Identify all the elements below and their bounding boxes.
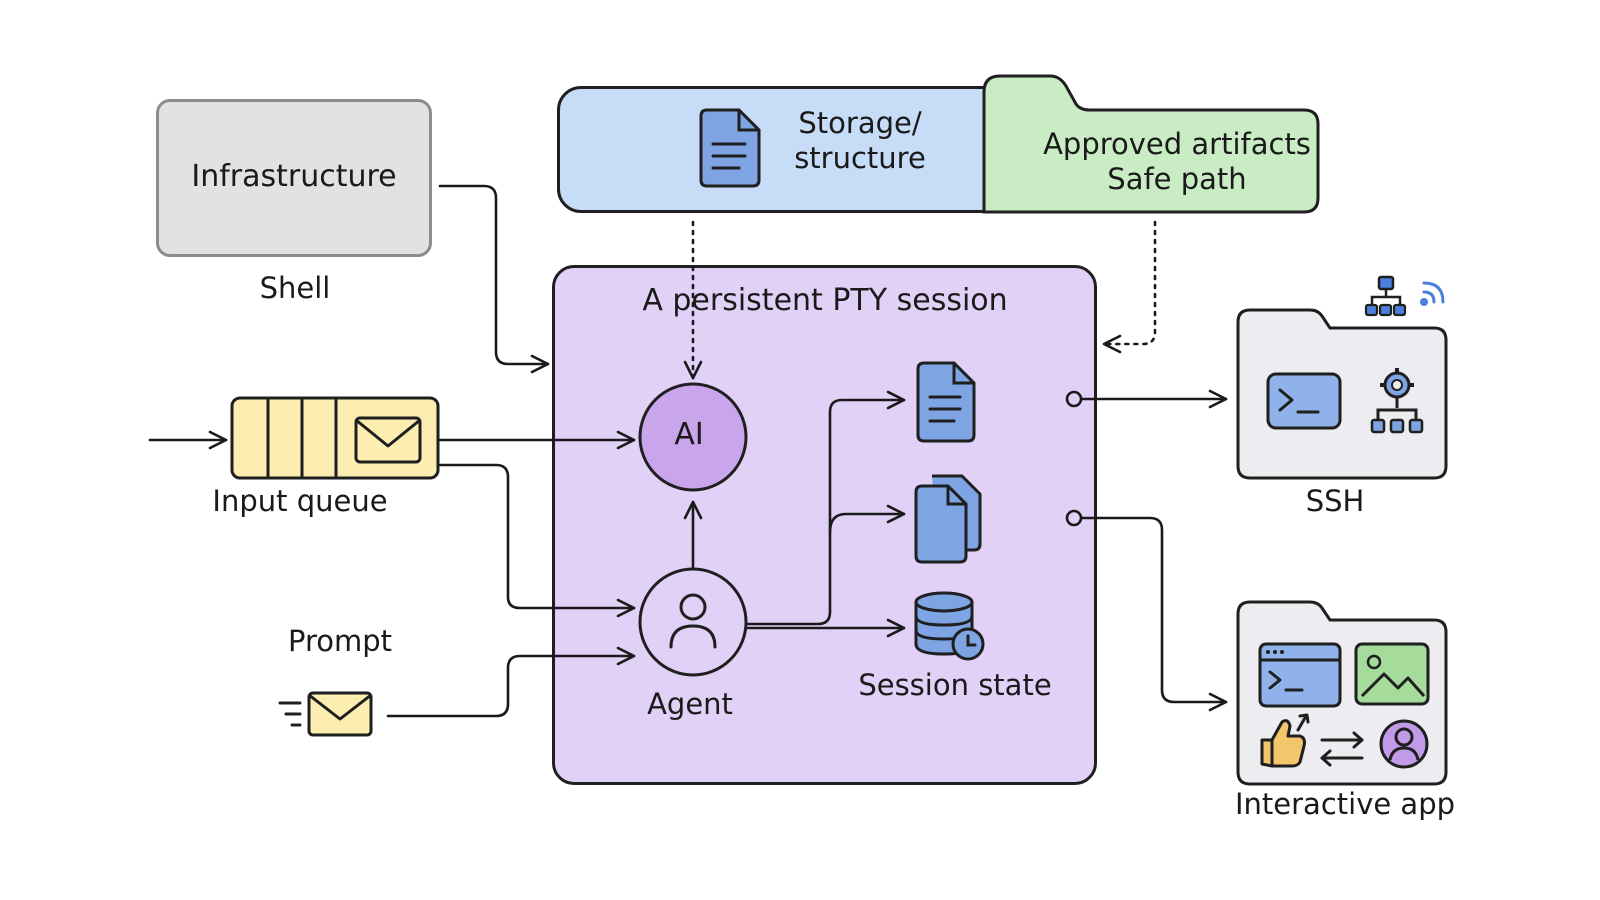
image-icon bbox=[1354, 642, 1430, 706]
ssh-port-dot bbox=[1065, 390, 1083, 408]
approved-artifacts-folder bbox=[982, 74, 1320, 214]
input-queue-icon bbox=[230, 396, 440, 480]
prompt-to-agent-arrow bbox=[386, 646, 636, 718]
approved-to-session-dotted-arrow bbox=[1102, 220, 1157, 354]
input-queue-label: Input queue bbox=[212, 484, 388, 518]
database-clock-icon bbox=[914, 591, 985, 661]
prompt-label: Prompt bbox=[287, 624, 393, 658]
document-output-icon bbox=[916, 361, 976, 443]
terminal-window-icon bbox=[1258, 642, 1342, 708]
ssh-panel bbox=[1236, 308, 1448, 480]
storage-label-line1: Storage/ bbox=[798, 106, 922, 140]
infrastructure-box bbox=[156, 99, 432, 257]
agent-node bbox=[638, 567, 748, 677]
swap-arrows-icon bbox=[1320, 731, 1364, 767]
storage-label: Storage/ structure bbox=[775, 106, 945, 176]
ai-label: AI bbox=[674, 417, 704, 452]
interactive-app-label: Interactive app bbox=[1234, 787, 1456, 821]
approved-artifacts-label: Approved artifacts Safe path bbox=[1032, 127, 1322, 197]
network-signal-icon bbox=[1364, 275, 1445, 317]
approved-label-line1: Approved artifacts bbox=[1043, 127, 1311, 161]
thumbs-up-icon bbox=[1260, 713, 1310, 768]
shell-label: Shell bbox=[259, 271, 331, 305]
user-avatar-icon bbox=[1379, 719, 1429, 769]
infrastructure-label: Infrastructure bbox=[191, 159, 397, 194]
gear-network-icon bbox=[1370, 368, 1424, 434]
agent-label: Agent bbox=[647, 687, 733, 721]
person-icon bbox=[679, 593, 707, 621]
ssh-label: SSH bbox=[1305, 484, 1365, 518]
session-to-interactive-app-arrow bbox=[1078, 516, 1228, 712]
interactive-port-dot bbox=[1065, 509, 1083, 527]
session-state-label: Session state bbox=[858, 668, 1052, 702]
prompt-envelope-icon bbox=[278, 691, 373, 737]
queue-to-agent-arrow bbox=[438, 463, 636, 618]
agent-to-documents-arrow bbox=[828, 504, 906, 534]
ai-node bbox=[638, 382, 748, 492]
storage-label-line2: structure bbox=[794, 140, 926, 175]
document-icon bbox=[699, 108, 761, 188]
interactive-app-panel bbox=[1236, 600, 1448, 786]
terminal-icon bbox=[1266, 372, 1342, 430]
storage-box bbox=[557, 86, 1012, 213]
pty-session-box bbox=[552, 265, 1097, 785]
documents-output-icon bbox=[914, 474, 982, 564]
approved-label-line2: Safe path bbox=[1107, 161, 1247, 196]
agent-to-document-arrow bbox=[746, 390, 906, 626]
infra-to-session-arrow bbox=[438, 184, 550, 374]
pty-session-title: A persistent PTY session bbox=[642, 283, 1008, 318]
envelope-icon bbox=[354, 416, 422, 464]
